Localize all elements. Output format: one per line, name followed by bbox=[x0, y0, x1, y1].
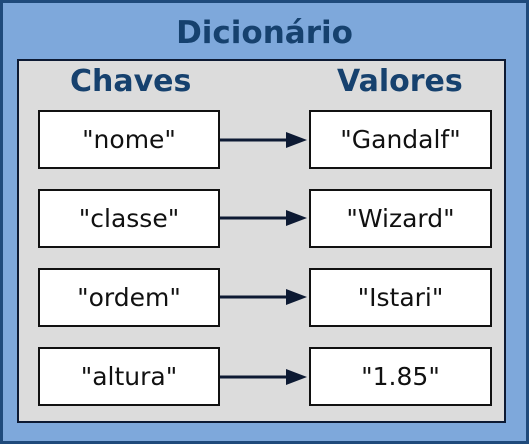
key-box-altura: "altura" bbox=[38, 347, 220, 406]
value-box-wizard: "Wizard" bbox=[309, 189, 492, 248]
value-box-altura: "1.85" bbox=[309, 347, 492, 406]
arrow-icon-nome bbox=[220, 132, 307, 148]
arrow-icon-classe bbox=[220, 210, 307, 226]
value-box-gandalf: "Gandalf" bbox=[309, 110, 492, 169]
arrow-icon-ordem bbox=[220, 289, 307, 305]
arrow-icon-altura bbox=[220, 369, 307, 385]
value-box-istari: "Istari" bbox=[309, 268, 492, 327]
values-column-header: Valores bbox=[337, 64, 463, 99]
key-box-classe: "classe" bbox=[38, 189, 220, 248]
key-box-ordem: "ordem" bbox=[38, 268, 220, 327]
keys-column-header: Chaves bbox=[70, 64, 192, 99]
key-box-nome: "nome" bbox=[38, 110, 220, 169]
diagram-title: Dicionário bbox=[176, 15, 353, 51]
